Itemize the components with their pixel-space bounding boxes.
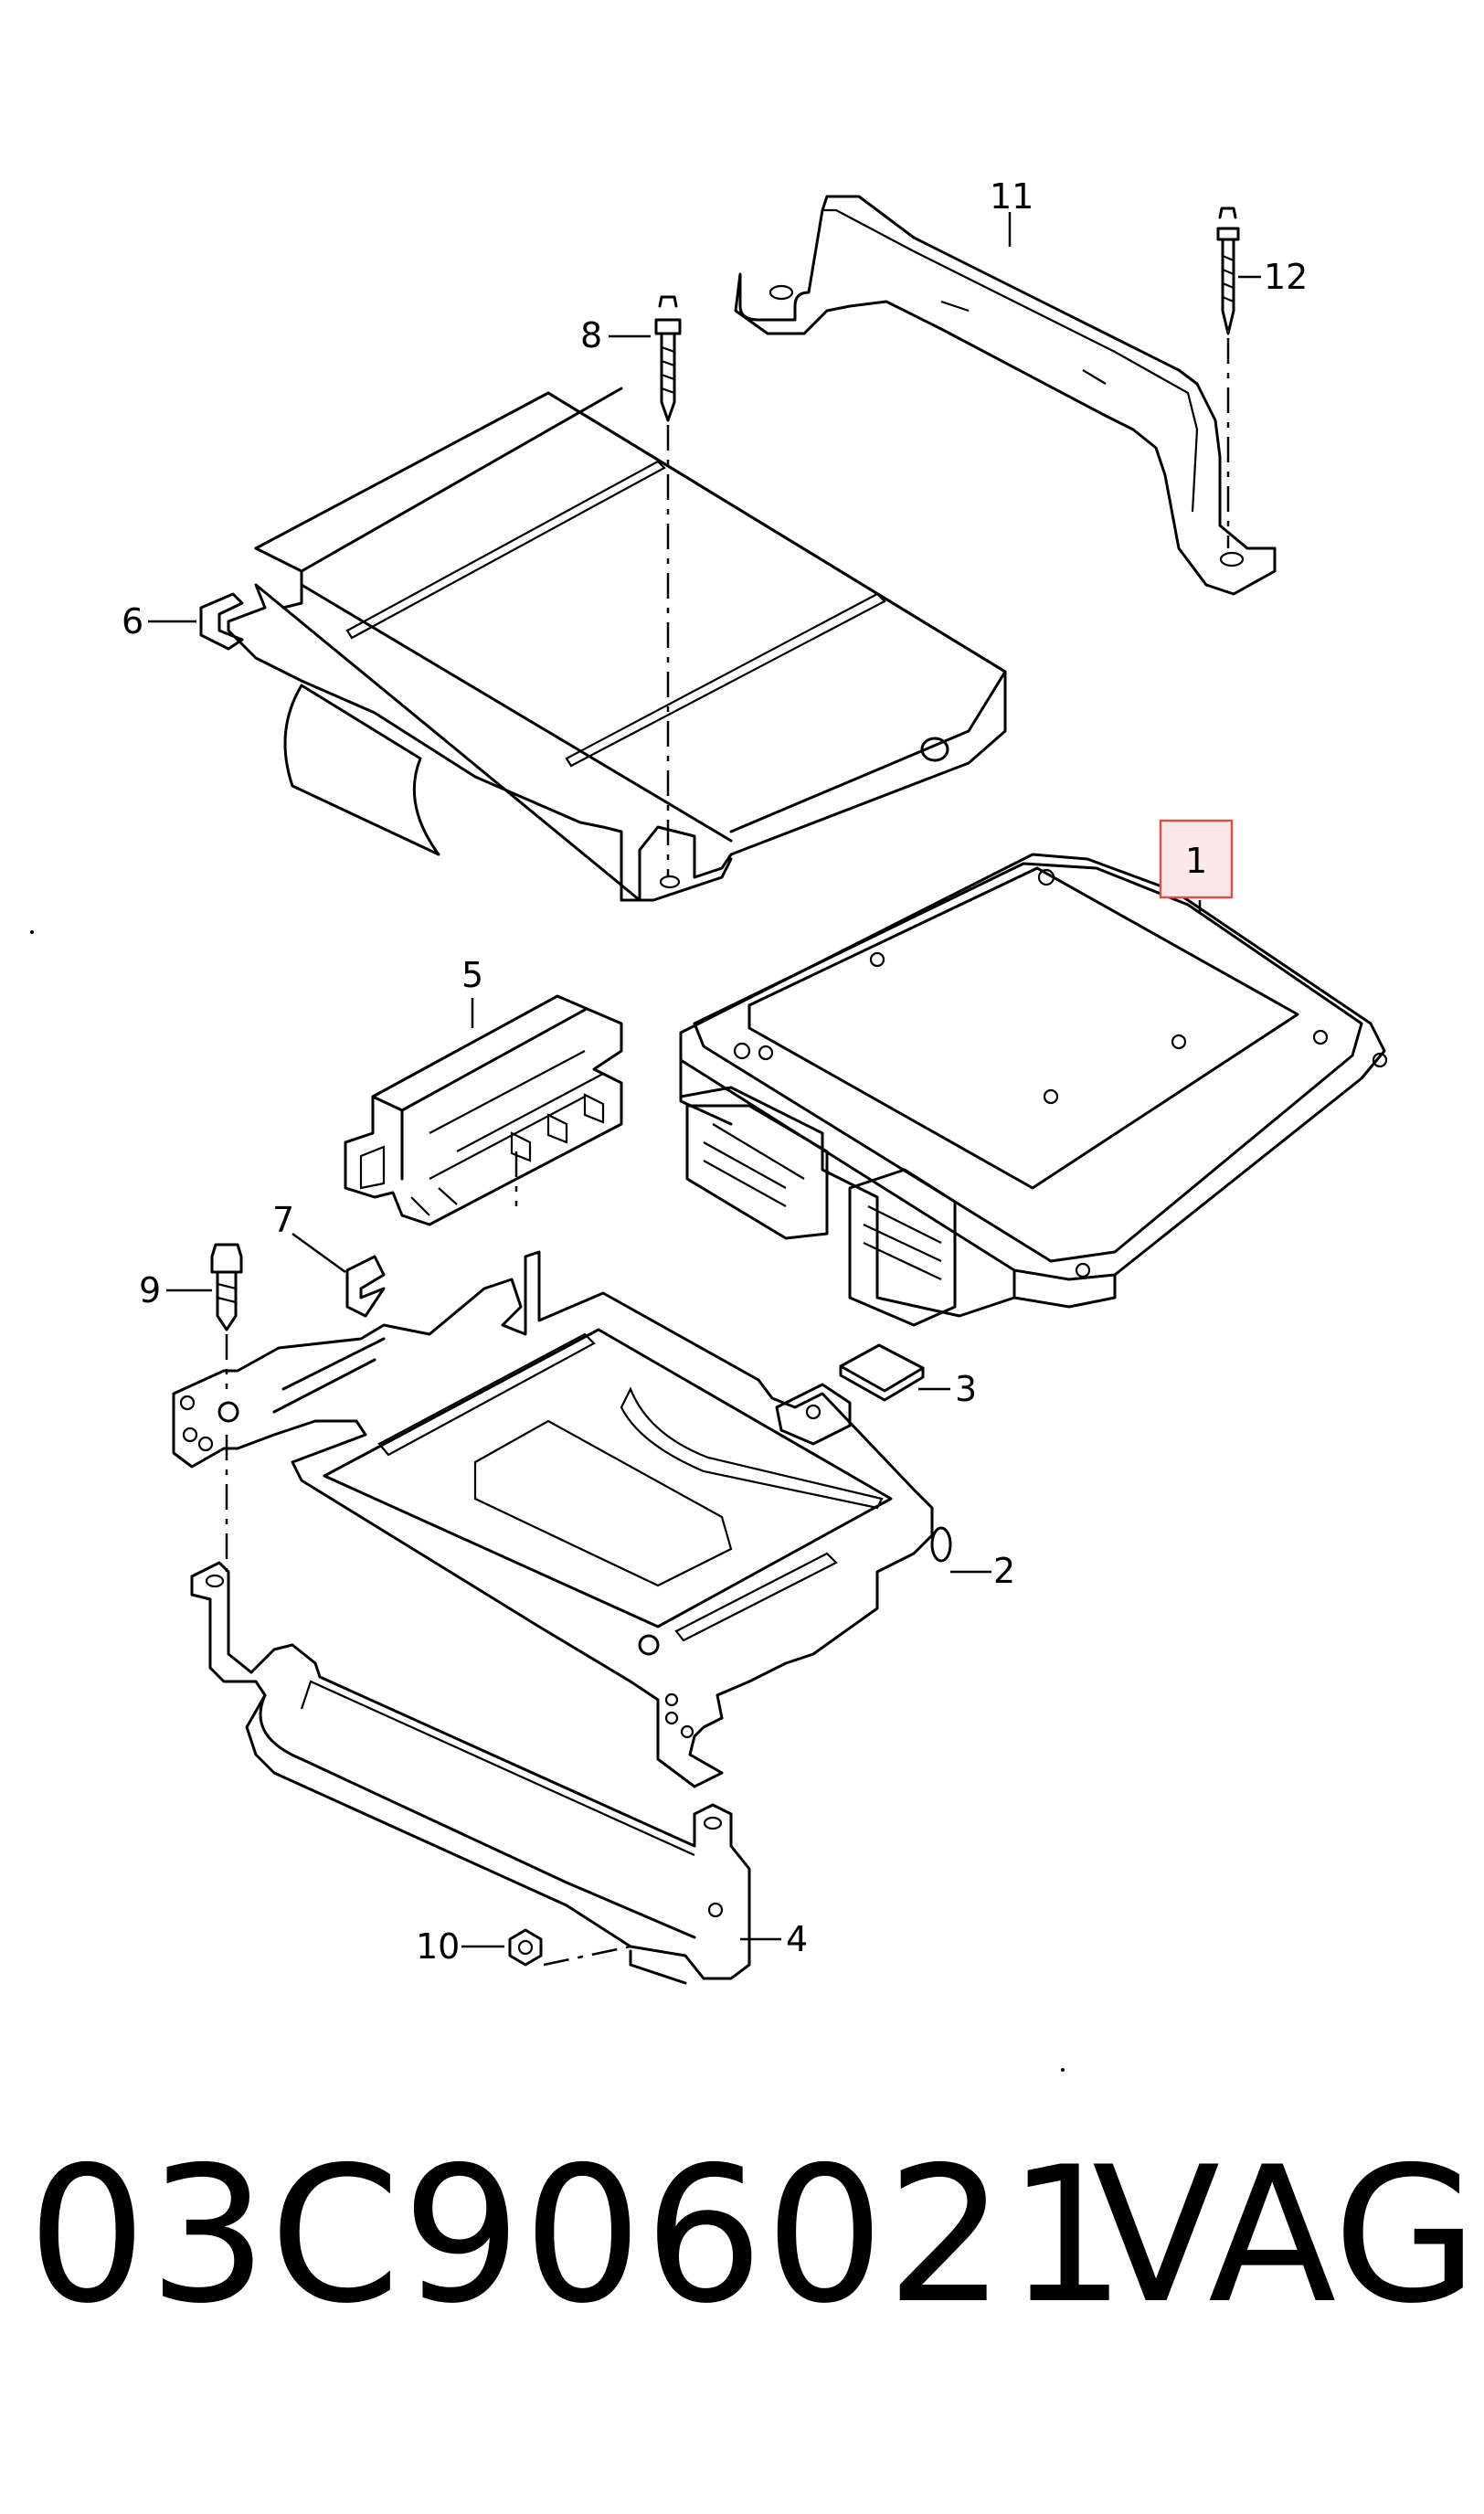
callout-12: 12 — [1264, 257, 1308, 297]
callout-6: 6 — [122, 601, 143, 642]
part-number-text: 03C906021 — [27, 2127, 1129, 2345]
callout-8: 8 — [580, 315, 602, 355]
bracket-part-4 — [190, 1561, 751, 1985]
brand-text: VAG — [1092, 2127, 1479, 2345]
leader-lines — [148, 212, 1261, 1948]
bolt-part-9 — [210, 1243, 243, 1572]
callout-5: 5 — [461, 955, 483, 995]
callout-7: 7 — [272, 1200, 294, 1240]
clip-part-6 — [199, 592, 244, 651]
exploded-parts-diagram: 1 2 3 4 5 6 7 8 9 10 11 12 — [30, 176, 1388, 2072]
callout-4: 4 — [786, 1919, 808, 1959]
callout-1: 1 — [1185, 841, 1207, 881]
bolt-part-12 — [1216, 207, 1240, 548]
callout-11: 11 — [990, 176, 1034, 217]
bolt-part-8 — [654, 295, 682, 877]
clip-part-7 — [345, 1255, 386, 1318]
cover-plate — [227, 387, 1007, 902]
callout-2: 2 — [993, 1551, 1015, 1591]
highlight-box — [1159, 819, 1234, 899]
pad-part-3 — [775, 1343, 925, 1446]
callout-9: 9 — [139, 1270, 161, 1310]
callout-3: 3 — [955, 1369, 977, 1409]
callout-10: 10 — [416, 1926, 460, 1967]
ecu-part-1 — [679, 853, 1388, 1327]
nut-part-10 — [508, 1928, 631, 1967]
connector-part-5 — [344, 994, 623, 1226]
tray-part-2 — [172, 1250, 952, 1788]
bracket-part-11 — [734, 195, 1277, 596]
